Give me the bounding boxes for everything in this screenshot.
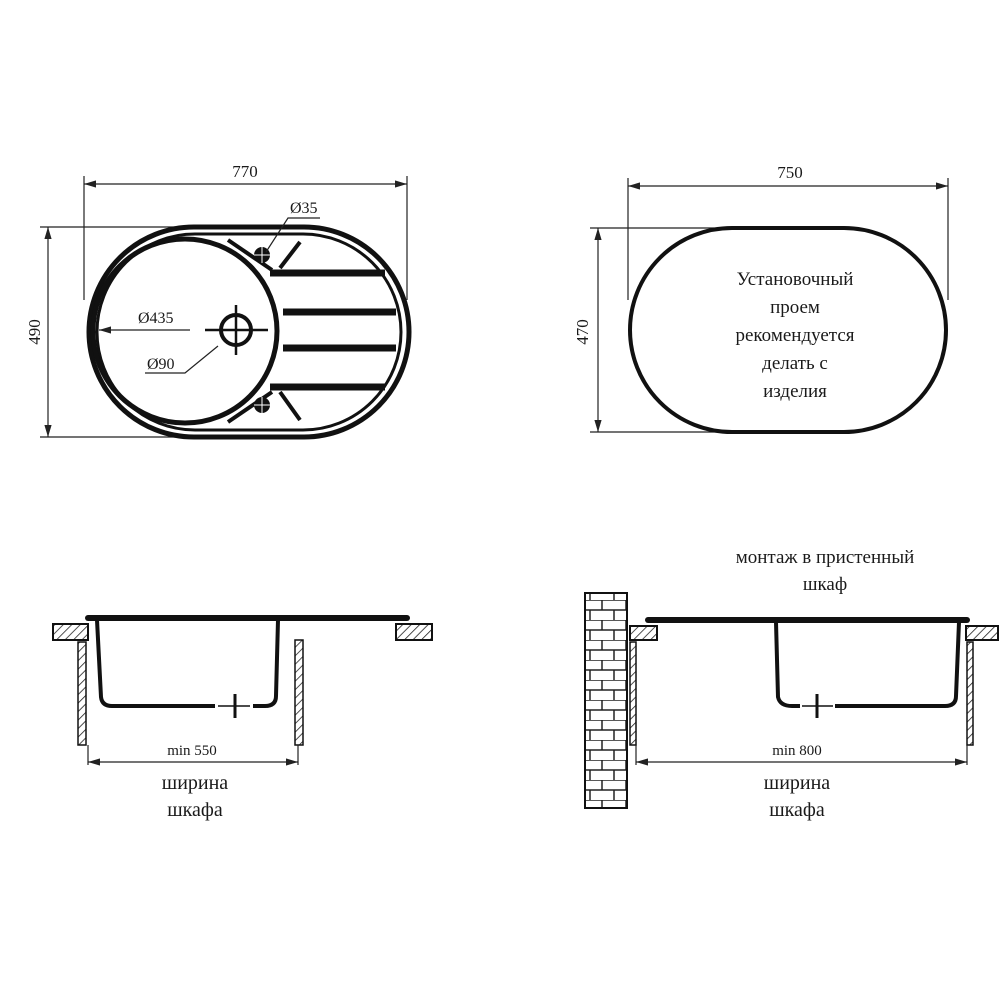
drain-diameter-label: Ø90 [147,356,175,373]
cabinet-width-label: min 800 [772,743,822,759]
bowl-profile [774,621,800,708]
cutout-note-line: делать с [762,353,828,374]
cutout-note-line: Установочный [737,269,854,290]
cabinet-wall-right [294,639,304,746]
cutout-note-line: изделия [763,381,827,402]
cutout-note-line: рекомендуется [735,325,854,346]
countertop-left [629,625,658,641]
height-label: 490 [25,319,44,345]
cutout-note-line: проем [770,297,820,318]
bowl-outline [90,236,280,426]
bowl-diameter-label: Ø435 [138,310,174,327]
caption-line: шкафа [167,799,223,821]
cutout-height-label: 470 [573,319,592,345]
cabinet-wall-left [629,641,637,746]
wall-title-line: монтаж в пристенный [736,547,915,568]
countertop-left [52,623,89,641]
countertop-right [965,625,999,641]
section-standard: min 550 ширина шкафа [52,615,433,821]
cabinet-width-label: min 550 [167,743,217,759]
brick-wall [584,592,628,809]
cabinet-wall-right [966,641,974,746]
sink-outline [86,224,412,440]
wall-title-line: шкаф [803,574,847,595]
mounting-hole-bottom [254,397,270,413]
top-view: 770 490 [25,162,412,440]
countertop-right [395,623,433,641]
cutout-view: 750 470 Установочный проем рекомендуется… [573,163,949,434]
drainboard-grooves [226,238,396,424]
cabinet-wall-left [77,641,87,746]
caption-line: ширина [162,772,229,794]
caption-line: ширина [764,772,831,794]
bowl-profile [95,619,215,708]
cutout-width-label: 750 [777,163,803,182]
section-wall: монтаж в пристенный шкаф min 800 ширина … [584,547,999,821]
hole-diameter-label: Ø35 [290,200,318,217]
cutout-outline [628,226,948,434]
caption-line: шкафа [769,799,825,821]
width-label: 770 [232,162,258,181]
